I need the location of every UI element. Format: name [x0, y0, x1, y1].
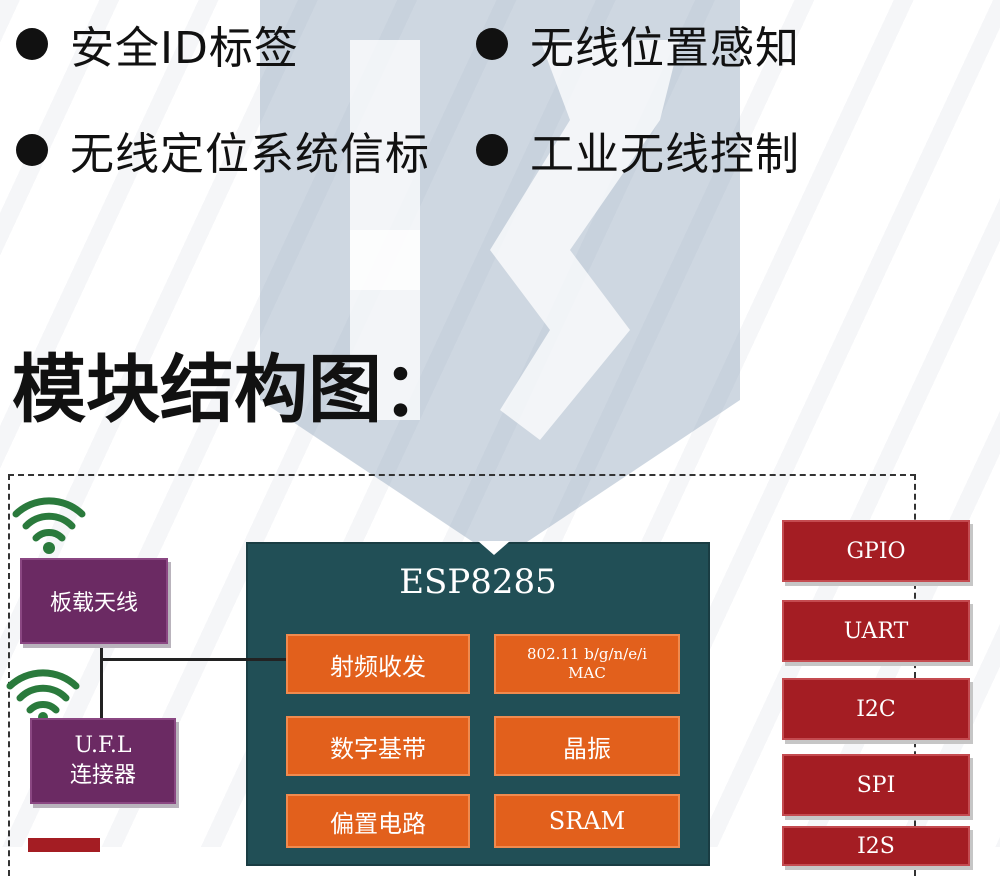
block-label: 晶振 [563, 734, 611, 763]
baseband-block: 数字基带 [286, 716, 470, 776]
interface-label: I2C [856, 696, 896, 722]
sram-block: SRAM [494, 794, 680, 848]
section-title: 模块结构图： [12, 347, 456, 433]
module-boundary [8, 474, 916, 876]
antenna-label: U.F.L [74, 733, 132, 758]
wifi-icon [6, 669, 80, 722]
bullet-dot [476, 28, 508, 60]
interface-uart: UART [782, 600, 970, 662]
interface-i2s: I2S [782, 826, 970, 866]
feature-item: 安全ID标签 [16, 12, 299, 76]
feature-item: 工业无线控制 [476, 118, 800, 182]
interface-label: GPIO [846, 538, 906, 564]
rf-wire [100, 658, 286, 661]
feature-label: 无线位置感知 [530, 23, 800, 74]
feature-label: 工业无线控制 [530, 129, 800, 180]
block-label: 射频收发 [330, 652, 426, 681]
feature-item: 无线定位系统信标 [16, 118, 430, 182]
interface-label: UART [843, 618, 909, 644]
onboard-antenna-box: 板载天线 [20, 558, 168, 644]
interface-spi: SPI [782, 754, 970, 816]
block-label: 802.11 b/g/n/e/i [526, 645, 647, 663]
bullet-dot [476, 134, 508, 166]
partial-box [28, 838, 100, 852]
feature-label: 无线定位系统信标 [70, 129, 430, 180]
wifi-icon [12, 497, 86, 554]
block-label: 偏置电路 [330, 809, 426, 838]
rf-transceiver-block: 射频收发 [286, 634, 470, 694]
chip-title: ESP8285 [399, 562, 557, 602]
block-label: SRAM [548, 807, 626, 835]
crystal-block: 晶振 [494, 716, 680, 776]
interface-i2c: I2C [782, 678, 970, 740]
bullet-dot [16, 134, 48, 166]
interface-label: SPI [856, 772, 896, 798]
block-label: MAC [568, 664, 606, 682]
feature-label: 安全ID标签 [70, 23, 299, 74]
bullet-dot [16, 28, 48, 60]
feature-item: 无线位置感知 [476, 12, 800, 76]
chip-notch [478, 541, 510, 555]
antenna-label: 连接器 [69, 763, 136, 788]
mac-block: 802.11 b/g/n/e/i MAC [494, 634, 680, 694]
interface-gpio: GPIO [782, 520, 970, 582]
block-label: 数字基带 [330, 734, 426, 763]
bias-circuit-block: 偏置电路 [286, 794, 470, 848]
antenna-label: 板载天线 [49, 591, 138, 616]
ufl-connector-box: U.F.L 连接器 [30, 718, 176, 804]
antenna-wire [100, 646, 103, 718]
